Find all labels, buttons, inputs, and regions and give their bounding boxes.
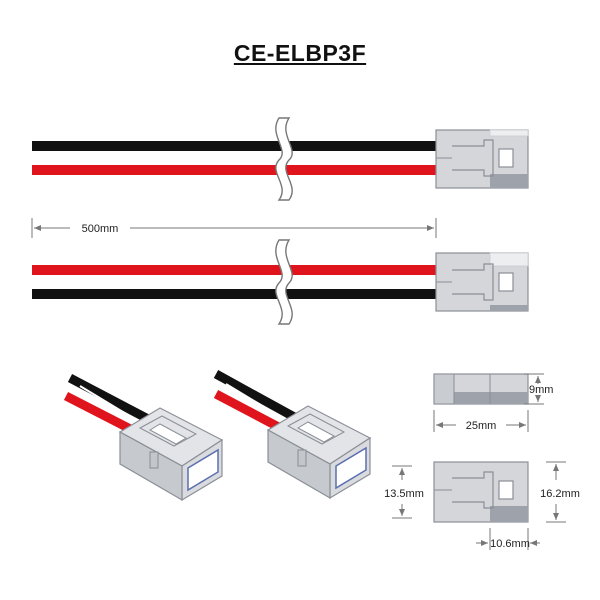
connector-bottom-side	[435, 252, 529, 312]
connector-3d-right	[213, 370, 372, 500]
dimension-label-height-front-outer: 16.2mm	[540, 488, 580, 500]
dimension-label-height-front-inner: 13.5mm	[384, 488, 424, 500]
dimension-label-width-bottom: 10.6mm	[490, 538, 530, 550]
dimension-label-cable-length: 500mm	[82, 223, 119, 235]
dimension-label-length: 25mm	[466, 420, 497, 432]
cable-break-symbol-top	[275, 117, 293, 201]
cable-assembly-bottom	[32, 239, 529, 325]
connector-3d-left	[63, 374, 224, 502]
dimension-label-height-side: 9mm	[529, 384, 553, 396]
cable-break-symbol-bottom	[275, 239, 293, 325]
dimension-cable-length: 500mm	[31, 218, 437, 238]
connector-dim-side-view: 9mm 25mm	[433, 373, 553, 432]
diagram-title: CE-ELBP3F	[233, 40, 367, 66]
connector-dim-front-view: 13.5mm 16.2mm 10.6mm	[384, 461, 580, 550]
connector-top-side	[435, 129, 529, 189]
cable-assembly-top	[32, 117, 529, 201]
